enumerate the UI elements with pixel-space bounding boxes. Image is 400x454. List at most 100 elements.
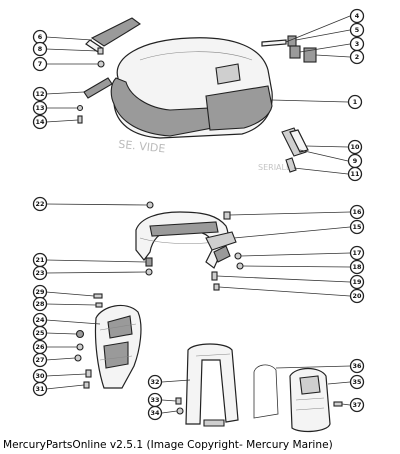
callout-6: 6 [32, 29, 48, 45]
svg-text:10: 10 [351, 143, 360, 151]
svg-text:5: 5 [355, 26, 359, 34]
callout-1: 1 [347, 94, 363, 110]
svg-text:12: 12 [36, 90, 45, 98]
callout-29: 29 [32, 284, 48, 300]
callout-2: 2 [349, 49, 365, 65]
callout-24: 24 [32, 312, 48, 328]
callout-13: 13 [32, 100, 48, 116]
cowl-handle [85, 17, 141, 53]
svg-text:17: 17 [353, 249, 362, 257]
svg-text:28: 28 [36, 300, 45, 308]
svg-text:32: 32 [151, 378, 160, 386]
svg-text:24: 24 [36, 316, 45, 324]
callout-31: 31 [32, 381, 48, 397]
bolt-22 [146, 201, 154, 209]
latch-pad-12 [83, 77, 113, 99]
svg-text:6: 6 [38, 33, 43, 41]
callout-12: 12 [32, 86, 48, 102]
callout-18: 18 [349, 259, 365, 275]
callout-23: 23 [32, 265, 48, 281]
fasteners-30-31 [83, 369, 92, 389]
nut-7 [97, 60, 105, 68]
ghost-text-1: SE. VIDE [118, 138, 166, 156]
svg-text:21: 21 [36, 256, 45, 264]
callout-22: 22 [32, 196, 48, 212]
frame-32 [185, 343, 239, 427]
svg-text:23: 23 [36, 269, 45, 277]
svg-text:19: 19 [353, 278, 362, 286]
callout-35: 35 [349, 374, 365, 390]
svg-text:15: 15 [353, 223, 362, 231]
svg-text:4: 4 [355, 12, 360, 20]
svg-text:33: 33 [151, 396, 160, 404]
svg-text:26: 26 [36, 343, 45, 351]
svg-text:31: 31 [36, 385, 45, 393]
svg-text:18: 18 [353, 263, 362, 271]
screw-8 [97, 47, 104, 55]
svg-text:3: 3 [355, 40, 359, 48]
svg-text:36: 36 [353, 362, 362, 370]
bottom-cowl-support [135, 211, 229, 269]
callout-25: 25 [32, 325, 48, 341]
parts-diagram: SE. VIDE SERIALE [32, 8, 365, 433]
svg-text:9: 9 [353, 157, 358, 165]
callout-8: 8 [32, 41, 48, 57]
callout-32: 32 [147, 374, 163, 390]
callout-36: 36 [349, 358, 365, 374]
callout-3: 3 [349, 36, 365, 52]
exhaust-bracket-24 [94, 304, 142, 389]
svg-text:2: 2 [355, 53, 359, 61]
panel-seal-36 [253, 364, 279, 419]
callout-9: 9 [347, 153, 363, 169]
svg-text:11: 11 [351, 170, 360, 178]
callout-4: 4 [349, 8, 365, 24]
callout-20: 20 [349, 288, 365, 304]
ghost-text-2: SERIALE [258, 163, 291, 172]
svg-text:37: 37 [353, 401, 362, 409]
svg-text:7: 7 [38, 60, 42, 68]
svg-text:1: 1 [353, 98, 357, 106]
svg-text:14: 14 [36, 118, 45, 126]
image-caption: MercuryPartsOnline v2.5.1 (Image Copyrig… [3, 439, 333, 451]
nut-21-23 [145, 257, 153, 276]
hardware-13-14 [76, 104, 84, 124]
callout-5: 5 [349, 22, 365, 38]
svg-text:35: 35 [353, 378, 362, 386]
callout-7: 7 [32, 56, 48, 72]
bracket-15 [205, 231, 237, 263]
screw-37 [333, 401, 343, 407]
svg-text:34: 34 [151, 409, 160, 417]
callout-34: 34 [147, 405, 163, 421]
svg-text:20: 20 [353, 292, 362, 300]
svg-text:22: 22 [36, 200, 45, 208]
callout-33: 33 [147, 392, 163, 408]
leader-lines [45, 15, 351, 414]
callout-19: 19 [349, 274, 365, 290]
top-cowl: SE. VIDE SERIALE [110, 37, 291, 172]
callout-30: 30 [32, 368, 48, 384]
callout-11: 11 [347, 166, 363, 182]
callout-17: 17 [349, 245, 365, 261]
callout-21: 21 [32, 252, 48, 268]
callout-15: 15 [349, 219, 365, 235]
callout-28: 28 [32, 296, 48, 312]
latch-9-10 [281, 127, 309, 157]
callout-27: 27 [32, 352, 48, 368]
svg-text:30: 30 [36, 372, 45, 380]
svg-text:8: 8 [38, 45, 43, 53]
svg-text:16: 16 [353, 208, 362, 216]
grommet-3 [289, 45, 301, 59]
screw-19-20 [211, 271, 220, 291]
svg-text:25: 25 [36, 329, 45, 337]
callout-16: 16 [349, 204, 365, 220]
grommets-25-27 [74, 329, 85, 362]
callout-26: 26 [32, 339, 48, 355]
bolt-4 [261, 39, 287, 47]
callout-14: 14 [32, 114, 48, 130]
svg-text:13: 13 [36, 104, 45, 112]
screw-16 [223, 211, 231, 220]
callout-37: 37 [349, 397, 365, 413]
svg-text:29: 29 [36, 288, 45, 296]
grommet-17-18 [234, 252, 244, 270]
svg-text:27: 27 [36, 356, 45, 364]
